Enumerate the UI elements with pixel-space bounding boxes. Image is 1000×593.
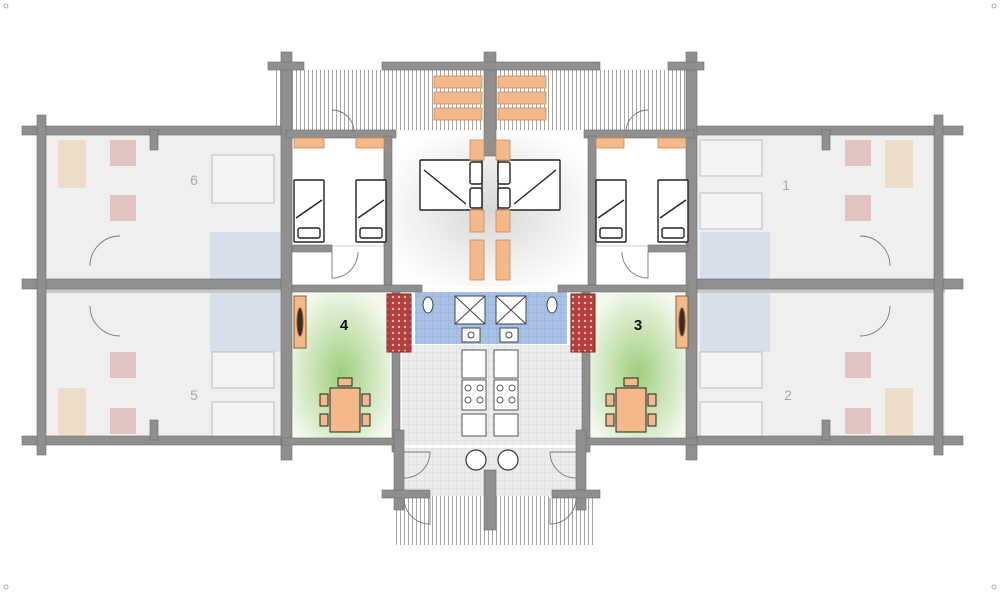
apartment-labels: 1 2 3 4 5 6 [190,172,792,403]
hall-tiles [402,345,582,445]
table-icon [329,387,647,433]
chair-icon [319,377,657,427]
apartment-label-3: 3 [634,317,642,334]
apartment-label-4: 4 [340,317,349,334]
sink-icon [461,327,519,343]
walls [21,51,964,531]
door-icon [89,109,891,525]
round-tables [465,449,519,471]
apartment-label-2: 2 [784,387,792,403]
corner-marks [3,3,997,590]
apartment-label-6: 6 [190,172,198,188]
deck-benches [433,75,547,121]
oven-icon [293,295,689,349]
toilet-icon [422,296,558,314]
kitchen-counters [461,349,519,437]
bedroom-center [392,136,588,286]
bathroom-center [415,292,567,344]
apartment-label-1: 1 [782,177,790,193]
wood-beams [469,139,511,281]
shelves [293,137,687,149]
stove-icon [386,293,596,353]
shower-icon [454,295,527,325]
bed-icon [293,159,689,243]
apartment-label-5: 5 [190,387,198,403]
